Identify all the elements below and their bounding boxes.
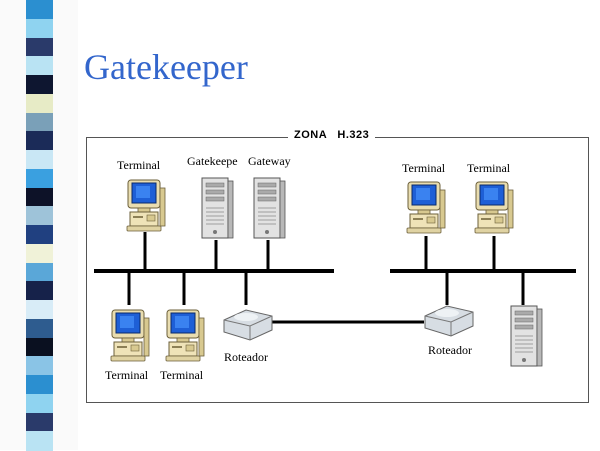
right-server-icon [510,305,543,367]
right-top-terminal-1-icon [406,181,446,234]
mosaic-block [26,150,53,170]
gateway-label: Gateway [248,154,291,168]
decorative-mosaic-strip [26,0,53,451]
network-links [94,232,576,324]
mosaic-block [26,131,53,151]
mosaic-block [26,225,53,245]
gateway-server-icon [253,177,286,239]
mosaic-block [26,375,53,395]
mosaic-block [26,431,53,451]
mosaic-block [26,93,53,113]
mosaic-block [26,75,53,95]
mosaic-block [26,168,53,188]
mosaic-block [26,337,53,357]
right-top-terminal-2-icon [474,181,514,234]
mosaic-block [26,56,53,76]
left-top-terminal-icon [126,179,166,232]
mosaic-block [26,206,53,226]
left-bottom-terminal-1-icon [110,309,150,362]
zone-label: ZONA H.323 [288,129,376,141]
left-bottom-terminal-1-label: Terminal [105,368,149,382]
left-router-label: Roteador [224,350,268,364]
mosaic-block [26,318,53,338]
left-bottom-terminal-2-label: Terminal [160,368,204,382]
mosaic-block [26,112,53,132]
mosaic-block [26,300,53,320]
right-top-terminal-1-label: Terminal [402,161,446,175]
mosaic-block [26,356,53,376]
left-router-icon [223,309,273,341]
right-router-icon [424,305,474,337]
mosaic-block [26,0,53,20]
left-bottom-terminal-2-icon [165,309,205,362]
mosaic-block [26,262,53,282]
left-top-terminal-label: Terminal [117,158,161,172]
gatekeeper-server-icon [201,177,234,239]
mosaic-block [26,412,53,432]
right-top-terminal-2-label: Terminal [467,161,511,175]
mosaic-block [26,393,53,413]
slide-title: Gatekeeper [84,47,248,87]
mosaic-block [26,243,53,263]
right-router-label: Roteador [428,343,472,357]
gatekeeper-label: Gatekeepe [187,154,238,168]
mosaic-block [26,281,53,301]
mosaic-block [26,18,53,38]
mosaic-block [26,37,53,57]
mosaic-block [26,187,53,207]
